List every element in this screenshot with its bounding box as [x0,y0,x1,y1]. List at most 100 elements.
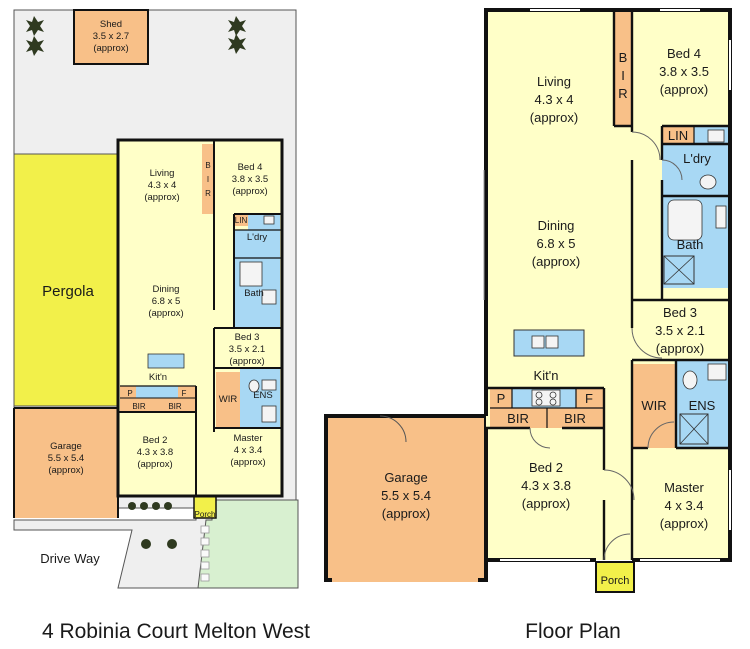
floor-plan-caption: Floor Plan [525,620,621,643]
plan-living-note: (approx) [530,110,578,125]
plan-garage-note: (approx) [382,506,430,521]
plan-bed4-note: (approx) [660,82,708,97]
sink-icon [707,129,725,143]
plan-bed2-note: (approx) [522,496,570,511]
plan-bed4-size: 3.8 x 3.5 [659,64,709,79]
cooktop-icon [531,389,561,407]
plan-bed3-note: (approx) [656,341,704,356]
plant-icon [26,16,246,549]
plan-dining-note: (approx) [532,254,580,269]
plan-bir-bed4 [614,12,632,126]
site-bathtub [239,261,263,287]
site-master-label: Master [233,433,262,444]
ensuite-toilet-icon [682,370,698,390]
site-dining-label: Dining [153,284,180,295]
plan-living-size: 4.3 x 4 [534,92,573,107]
plan-bir-right-label: BIR [564,411,586,426]
site-fridge-label: F [182,389,187,398]
site-bed4-label: Bed 4 [238,162,263,173]
site-living-label: Living [150,168,175,179]
plan-laundry-label: L'dry [683,151,711,166]
site-shed-label: Shed [100,19,122,30]
site-bed2-note: (approx) [137,459,172,470]
plan-pantry [490,388,512,408]
site-island [147,353,185,369]
site-garage-size: 5.5 x 5.4 [48,453,84,464]
door-swings [529,131,683,561]
site-bath-label: Bath [244,288,264,299]
plan-garage-label: Garage [384,470,427,485]
site-master-note: (approx) [230,457,265,468]
ensuite-sink-icon [707,363,727,381]
site-dining-size: 6.8 x 5 [152,296,181,307]
site-lin-label: LIN [235,216,248,225]
plan-master-label: Master [664,480,704,495]
site-wir-label: WIR [219,394,238,405]
plan-bed3-size: 3.5 x 2.1 [655,323,705,338]
plan-porch-label: Porch [601,575,630,587]
plan-garage-room [326,416,486,582]
svg-text:R: R [205,189,211,198]
plan-ens-label: ENS [689,398,716,413]
plan-lin [662,126,694,144]
shower-icon [663,255,695,285]
plan-kitchen-label: Kit'n [534,368,559,383]
pergola [13,153,119,407]
site-garage-note: (approx) [48,465,83,476]
floor-plan: Living 4.3 x 4 (approx) Dining 6.8 x 5 (… [324,8,732,593]
site-plan: Shed 3.5 x 2.7 (approx) Pergola Garage 5… [13,9,299,589]
site-bed3-label: Bed 3 [235,332,260,343]
plan-wir [632,364,678,448]
address-caption: 4 Robinia Court Melton West [42,620,310,643]
site-ens-label: ENS [253,390,273,401]
svg-text:B: B [205,161,210,170]
svg-text:B: B [619,50,628,65]
plan-dining-size: 6.8 x 5 [536,236,575,251]
plan-bath-label: Bath [677,237,704,252]
site-garage-label: Garage [50,441,82,452]
plan-bed4-label: Bed 4 [667,46,701,61]
site-bir-right-label: BIR [168,402,182,411]
garage-room [14,408,118,518]
site-toilet [248,379,260,393]
plan-living-label: Living [537,74,571,89]
plan-dining-label: Dining [538,218,575,233]
site-master-size: 4 x 3.4 [234,445,263,456]
site-living-size: 4.3 x 4 [148,180,177,191]
site-bir-4 [202,144,214,214]
site-shower [261,289,277,305]
site-bed2-label: Bed 2 [143,435,168,446]
svg-text:I: I [621,68,625,83]
site-dining-note: (approx) [148,308,183,319]
shed [73,9,149,65]
plan-bir-left-label: BIR [507,411,529,426]
stepping-stones [200,525,210,582]
plan-master-size: 4 x 3.4 [664,498,703,513]
site-bed4-size: 3.8 x 3.5 [232,174,268,185]
plan-bed2-size: 4.3 x 3.8 [521,478,571,493]
site-shed-note: (approx) [93,43,128,54]
site-bed4-note: (approx) [232,186,267,197]
plan-wir-label: WIR [641,398,666,413]
ensuite-shower-icon [679,413,709,445]
svg-text:R: R [618,86,627,101]
site-wir [216,372,240,428]
site-lin [234,214,248,226]
plan-laundry [662,144,728,196]
site-driveway-label: Drive Way [40,551,100,566]
site-bir-left-label: BIR [132,402,146,411]
plan-lin-label: LIN [668,128,688,143]
site-pergola-label: Pergola [42,283,94,300]
plan-fridge-label: F [585,391,593,406]
site-shed-size: 3.5 x 2.7 [93,31,129,42]
site-pantry-label: P [127,389,132,398]
site-bed2-size: 4.3 x 3.8 [137,447,173,458]
plan-porch [595,561,635,593]
site-kitchen-label: Kit'n [149,372,167,383]
plan-bed3-label: Bed 3 [663,305,697,320]
svg-text:I: I [207,175,209,184]
toilet-icon [699,174,717,190]
site-bed3-note: (approx) [229,356,264,367]
site-living-note: (approx) [144,192,179,203]
